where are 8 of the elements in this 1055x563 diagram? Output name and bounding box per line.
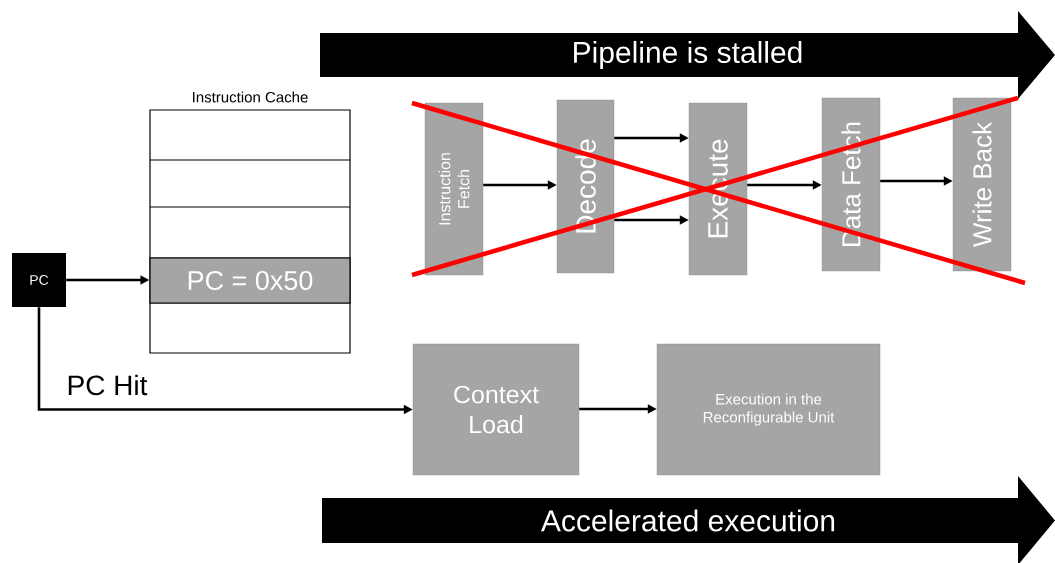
edge-label: PC Hit <box>68 374 148 396</box>
stage-box: Instruction Fetch <box>424 102 484 276</box>
node-label: Instruction Cache <box>193 91 308 103</box>
stage-box: Context Load <box>412 343 580 476</box>
stage-box: PC <box>12 253 66 307</box>
stage-box: Execution in the Reconfigurable Unit <box>656 343 881 476</box>
stage-box: Write Back <box>952 97 1012 272</box>
stage-box: PC = 0x50 <box>149 257 351 304</box>
